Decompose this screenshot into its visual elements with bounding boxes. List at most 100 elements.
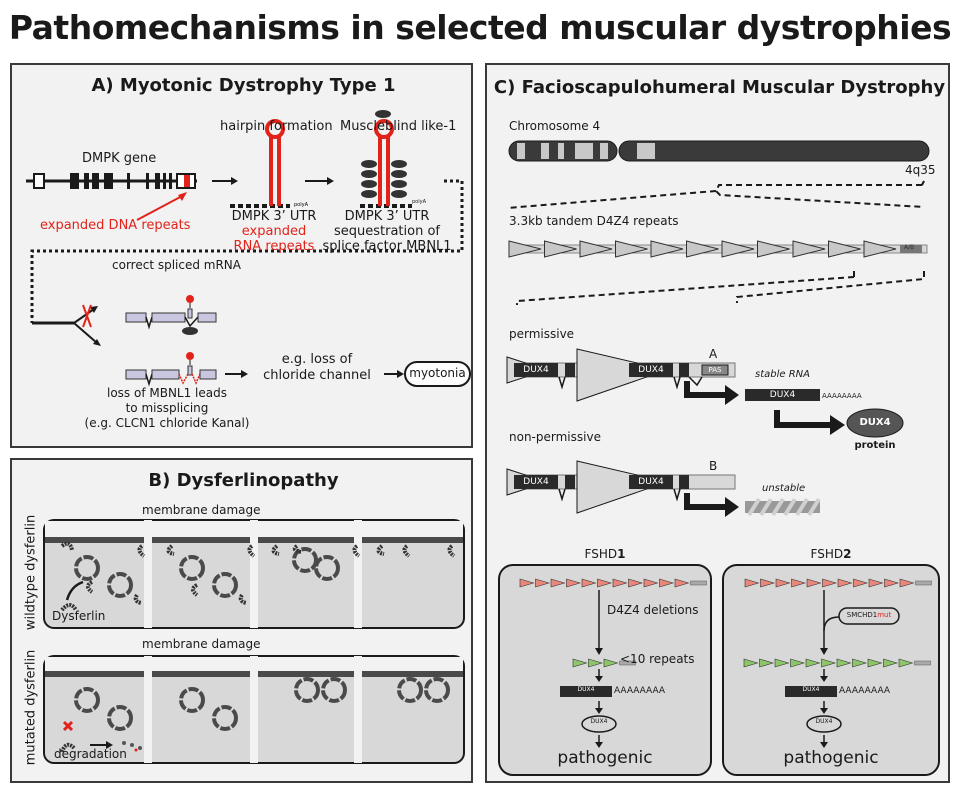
panel-b-graphics bbox=[43, 519, 465, 764]
repeat-unit bbox=[837, 578, 853, 588]
repeat-unit bbox=[566, 578, 582, 588]
repeat-unit bbox=[836, 658, 852, 668]
dysferlin-label: Dysferlin bbox=[52, 609, 106, 623]
d4z4-repeat bbox=[650, 240, 684, 258]
repeat-unit bbox=[821, 658, 837, 668]
d4z4-repeat bbox=[792, 240, 826, 258]
repeat-unit bbox=[581, 578, 597, 588]
repeat-unit bbox=[597, 578, 613, 588]
utr-label-2: DMPK 3’ UTR bbox=[344, 209, 430, 224]
ab-region bbox=[619, 660, 636, 666]
membrane-damage-label-2: membrane damage bbox=[142, 637, 261, 651]
repeat-unit bbox=[898, 658, 914, 668]
repeat-unit bbox=[791, 578, 807, 588]
figure-title: Pathomechanisms in selected muscular dys… bbox=[8, 8, 952, 47]
expanded-rna-label-2: RNA repeats bbox=[233, 239, 315, 254]
repeat-unit bbox=[867, 658, 883, 668]
utr-label-1: DMPK 3’ UTR bbox=[231, 209, 317, 224]
repeat-unit bbox=[774, 658, 790, 668]
expanded-dna-label: expanded DNA repeats bbox=[40, 218, 191, 233]
pink-repeat-array bbox=[519, 578, 707, 588]
blocked-x-icon bbox=[62, 720, 74, 732]
pas-label: PAS bbox=[708, 366, 722, 374]
fshd1-dux4-label: DUX4 bbox=[577, 686, 595, 693]
repeat-unit bbox=[519, 578, 535, 588]
locus-label: 4q35 bbox=[905, 163, 936, 177]
panel-a-title: A) Myotonic Dystrophy Type 1 bbox=[91, 75, 396, 96]
dux4-exon-label: DUX4 bbox=[523, 477, 549, 487]
unstable-label: unstable bbox=[762, 483, 806, 494]
repeat-unit bbox=[805, 658, 821, 668]
myotonia-box bbox=[404, 361, 471, 387]
polya-label-2: polyA bbox=[412, 199, 427, 205]
hairpin-icon bbox=[230, 119, 290, 208]
repeat-unit bbox=[883, 658, 899, 668]
ab-region bbox=[914, 660, 931, 666]
d4z4-repeat bbox=[686, 240, 719, 258]
sequestration-label-2: splice factor MBNL1 bbox=[322, 239, 452, 254]
repeat-unit bbox=[743, 658, 759, 668]
fshd1-title-num: 1 bbox=[617, 547, 626, 561]
fshd2-title-num: 2 bbox=[843, 547, 852, 561]
repeat-unit bbox=[806, 578, 822, 588]
correct-spliced-label: correct spliced mRNA bbox=[112, 258, 241, 272]
fshd2-title-prefix: FSHD bbox=[810, 547, 844, 561]
permissive-allele bbox=[506, 348, 904, 438]
dux4-protein-label: DUX4 bbox=[859, 417, 891, 428]
fshd1-title: FSHD1 bbox=[499, 547, 711, 562]
ab-region bbox=[900, 245, 922, 253]
d4z4-repeat bbox=[721, 240, 755, 258]
allele-a-label: A bbox=[709, 347, 718, 361]
repeat-unit bbox=[612, 578, 628, 588]
expanded-rna-label-1: expanded bbox=[241, 224, 307, 239]
dmpk-gene-diagram bbox=[26, 173, 197, 189]
repeat-unit bbox=[790, 658, 806, 668]
repeats-count-label: <10 repeats bbox=[620, 652, 695, 666]
wildtype-label: wildtype dysferlin bbox=[23, 514, 39, 631]
ab-region bbox=[915, 580, 932, 586]
sequestration-label-1: sequestration of bbox=[333, 224, 440, 239]
mutated-cell bbox=[43, 655, 465, 764]
repeat-unit bbox=[588, 658, 604, 668]
pink-repeat-array bbox=[744, 578, 932, 588]
repeat-unit bbox=[744, 578, 760, 588]
dux4-exon-label: DUX4 bbox=[638, 365, 664, 375]
repeat-unit bbox=[884, 578, 900, 588]
repeat-unit bbox=[775, 578, 791, 588]
tandem-label: 3.3kb tandem D4Z4 repeats bbox=[509, 214, 679, 228]
d4z4-repeat bbox=[828, 240, 861, 258]
red-pointer-arrow bbox=[136, 194, 185, 221]
d4z4-repeat bbox=[757, 240, 790, 258]
d4z4-deletions-label: D4Z4 deletions bbox=[607, 603, 699, 617]
fshd2-title: FSHD2 bbox=[723, 547, 939, 562]
protein-label: protein bbox=[854, 440, 896, 451]
fshd1-box bbox=[498, 564, 712, 776]
fshd1-title-prefix: FSHD bbox=[584, 547, 618, 561]
fshd2-protein-label: DUX4 bbox=[815, 718, 833, 725]
dux4-exon-label: DUX4 bbox=[638, 477, 664, 487]
d4z4-repeat bbox=[508, 240, 542, 258]
stable-rna-label: stable RNA bbox=[755, 369, 810, 380]
repeat-unit bbox=[550, 578, 566, 588]
allele-b-label: B bbox=[709, 459, 718, 473]
repeat-unit bbox=[628, 578, 644, 588]
green-repeat-array bbox=[572, 658, 636, 668]
repeat-unit bbox=[852, 658, 868, 668]
non-permissive-allele bbox=[506, 460, 821, 517]
repeat-unit bbox=[643, 578, 659, 588]
panel-a-graphics: polyA bbox=[26, 110, 471, 387]
d4z4-repeat bbox=[579, 240, 613, 258]
panel-c-title: C) Facioscapulohumeral Muscular Dystroph… bbox=[493, 77, 946, 98]
permissive-label: permissive bbox=[509, 327, 575, 341]
membrane-damage-label-1: membrane damage bbox=[142, 503, 261, 517]
mbnl-sequestration-icon bbox=[360, 110, 412, 208]
d4z4-tandem-repeats bbox=[508, 240, 928, 258]
repeat-unit bbox=[535, 578, 551, 588]
repeat-unit bbox=[659, 578, 675, 588]
degradation-label: degradation bbox=[54, 747, 127, 761]
mutated-label: mutated dysferlin bbox=[23, 649, 39, 766]
d4z4-repeat bbox=[544, 240, 577, 258]
dux4-exon-label: DUX4 bbox=[523, 365, 549, 375]
repeat-unit bbox=[868, 578, 884, 588]
missplicing-label-2: to missplicing bbox=[125, 401, 209, 415]
